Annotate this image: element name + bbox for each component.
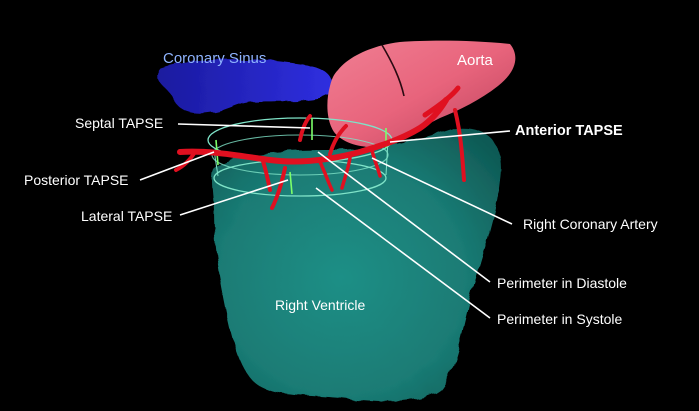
perimeter-systole-label: Perimeter in Systole xyxy=(497,311,623,327)
aorta-outline xyxy=(381,44,405,97)
aorta-shape xyxy=(327,40,516,148)
coronary-sinus-label: Coronary Sinus xyxy=(163,50,267,67)
leader-lines xyxy=(139,123,513,319)
leader-septal-tapse xyxy=(177,123,311,129)
right-coronary-artery-label: Right Coronary Artery xyxy=(523,216,658,232)
leader-anterior-tapse xyxy=(389,130,511,143)
posterior-tapse-label: Posterior TAPSE xyxy=(24,172,129,188)
leader-perimeter-diastole xyxy=(317,151,491,283)
leader-right-coronary-artery xyxy=(371,157,513,225)
perimeter-diastole-label: Perimeter in Diastole xyxy=(497,275,627,291)
right-ventricle-label: Right Ventricle xyxy=(275,297,366,313)
leader-lateral-tapse xyxy=(179,179,289,216)
lateral-tapse-label: Lateral TAPSE xyxy=(81,208,173,224)
leader-posterior-tapse xyxy=(139,151,215,181)
anterior-tapse-label: Anterior TAPSE xyxy=(515,123,623,139)
coronary-sinus-shape xyxy=(156,59,334,115)
leader-perimeter-systole xyxy=(315,187,491,319)
septal-tapse-label: Septal TAPSE xyxy=(75,115,164,131)
aorta-label: Aorta xyxy=(457,52,493,69)
right-ventricle-shape xyxy=(211,127,501,402)
lateral-tapse-marker xyxy=(289,171,293,195)
